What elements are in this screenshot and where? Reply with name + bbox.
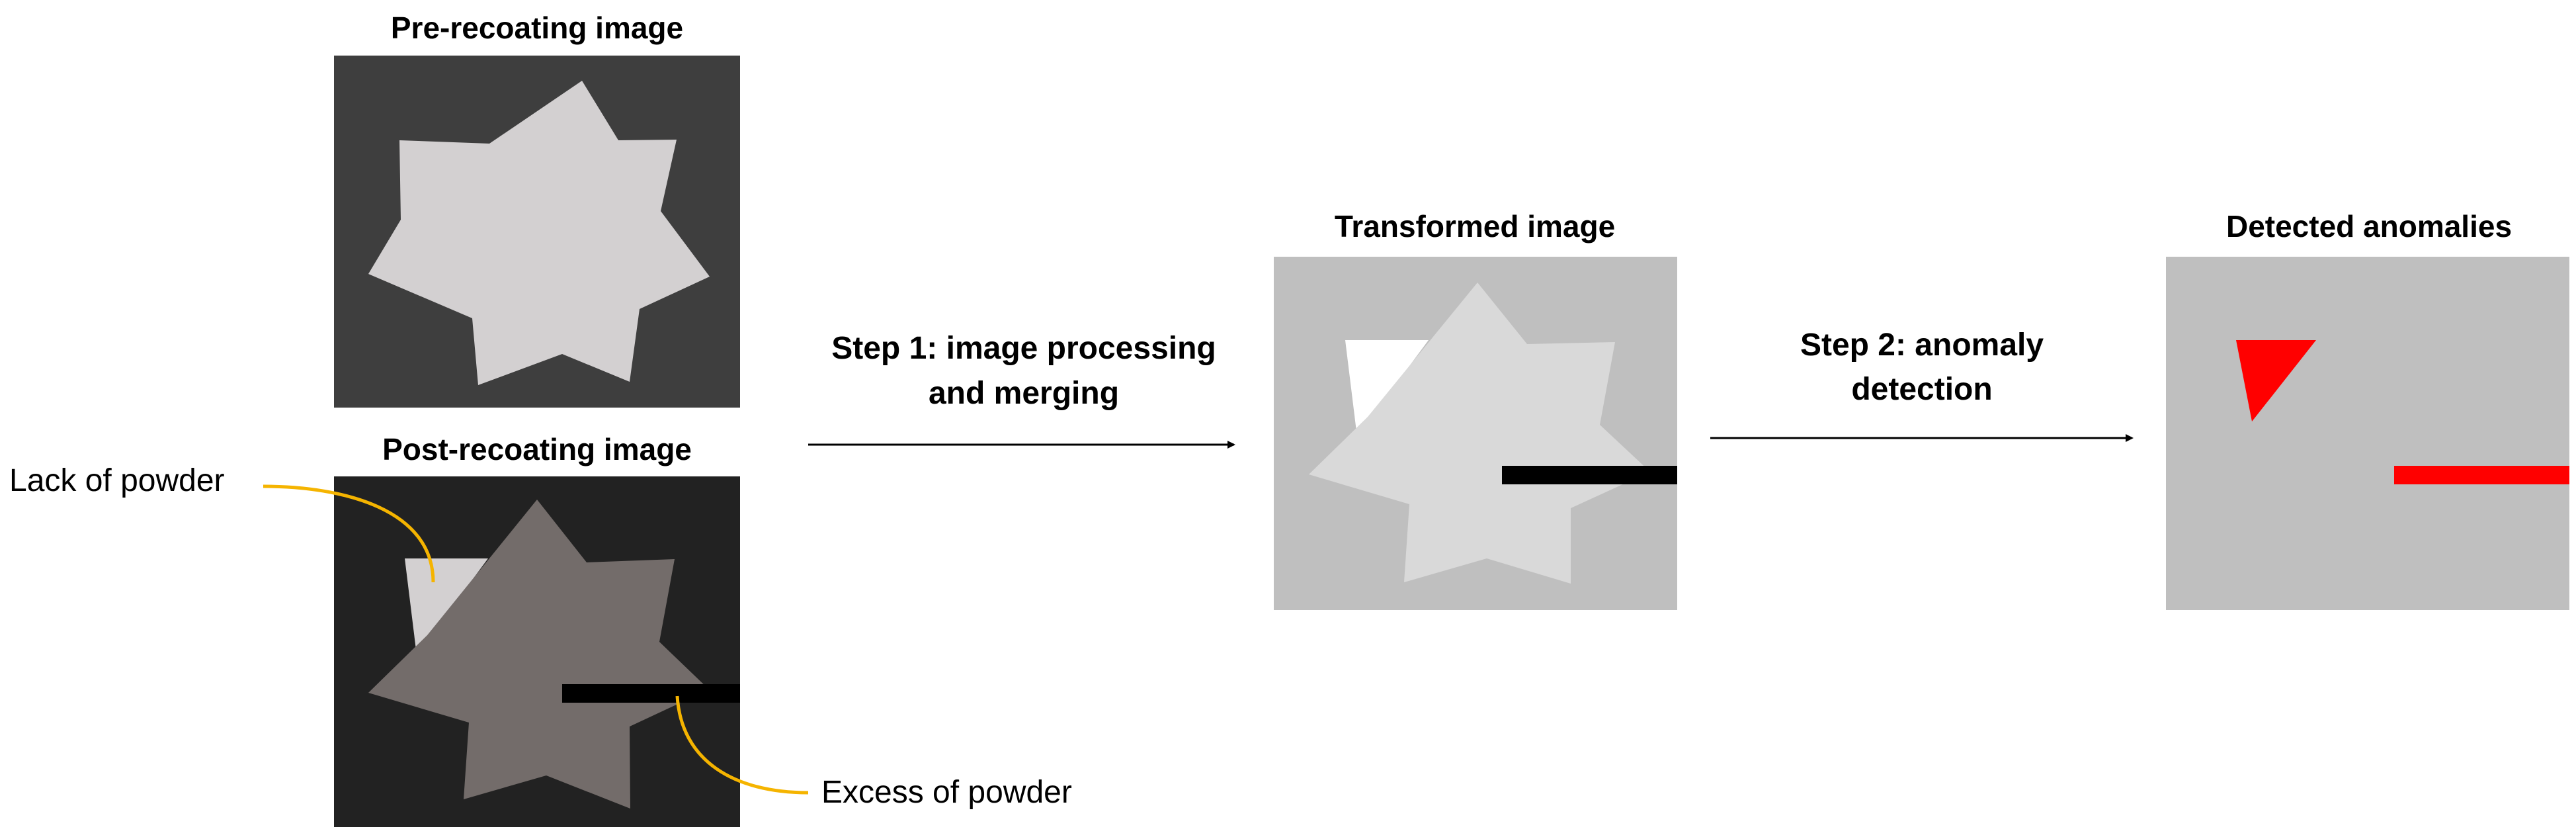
detected-void-anomaly — [2236, 340, 2316, 421]
pre-recoating-title: Pre-recoating image — [391, 11, 683, 45]
detected-image — [2166, 257, 2569, 610]
lack-callout-line — [263, 484, 435, 583]
transformed-void-region — [1345, 340, 1429, 437]
pre-recoating-image — [334, 56, 740, 408]
transformed-image — [1274, 257, 1677, 610]
detected-background — [2166, 257, 2569, 610]
transformed-excess-bar — [1502, 466, 1677, 484]
step1-label-line1: Step 1: image processing — [831, 331, 1216, 366]
excess-of-powder-label: Excess of powder — [821, 775, 1072, 810]
step1-label-line2: and merging — [929, 376, 1119, 411]
post-excess-bar — [562, 684, 740, 703]
post-star — [368, 500, 709, 809]
excess-callout-line — [675, 695, 809, 795]
post-recoating-image — [334, 476, 740, 827]
detected-excess-anomaly — [2394, 466, 2569, 484]
detected-title: Detected anomalies — [2226, 209, 2512, 243]
pre-star — [368, 81, 710, 385]
step2-label-line2: detection — [1851, 372, 1992, 407]
transformed-star — [1309, 283, 1650, 584]
post-void-region — [405, 558, 488, 655]
step2-label-line1: Step 2: anomaly — [1800, 328, 2044, 363]
post-recoating-title: Post-recoating image — [382, 432, 692, 466]
lack-of-powder-label: Lack of powder — [9, 463, 225, 498]
transformed-title: Transformed image — [1335, 209, 1615, 243]
